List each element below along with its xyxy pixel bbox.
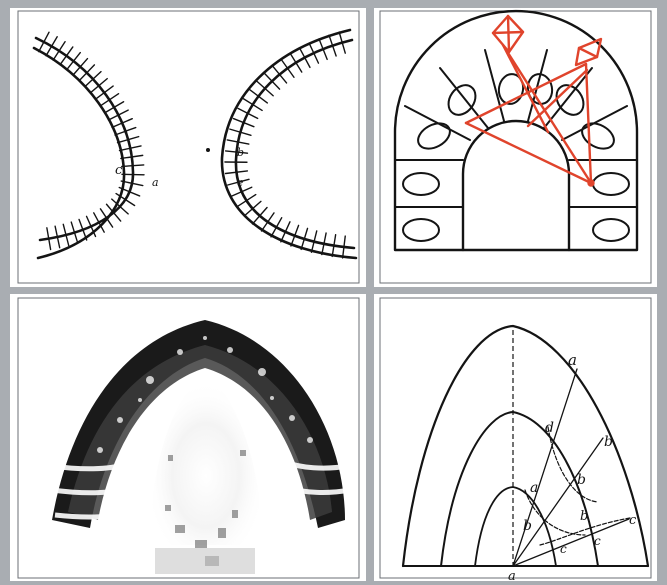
label-c-mid: c — [594, 534, 601, 548]
label-a-base: a — [508, 569, 516, 584]
label-b-middle: b — [577, 472, 586, 488]
label-a-top: a — [568, 351, 577, 369]
force-node — [589, 181, 594, 186]
label-c-low: c — [560, 542, 567, 556]
label-d: d — [545, 420, 554, 436]
label-c: c — [115, 163, 123, 178]
label-a-inner: a — [530, 480, 538, 496]
label-b-right: b — [604, 434, 613, 450]
dot — [206, 148, 210, 152]
label-c-right: c — [629, 513, 637, 528]
label-e: e — [237, 176, 244, 189]
label-b-lower: b — [580, 509, 588, 524]
label-a: a — [152, 176, 159, 189]
label-b: b — [237, 146, 244, 159]
label-b-inner: b — [523, 518, 532, 534]
section-base — [155, 548, 255, 574]
